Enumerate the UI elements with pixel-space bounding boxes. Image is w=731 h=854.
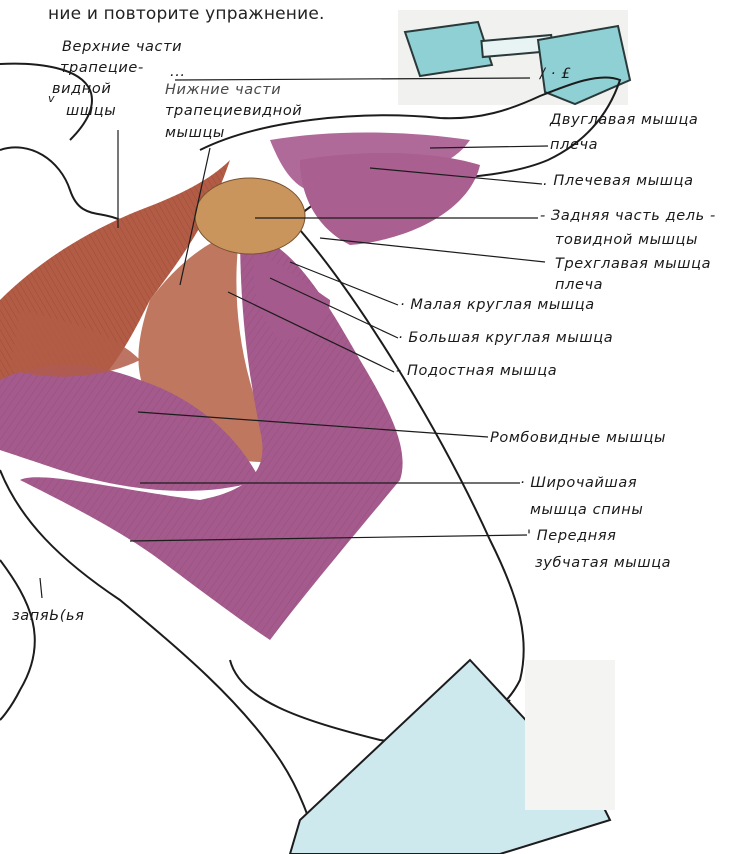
label-brachialis: . Плечевая мышца xyxy=(543,171,694,192)
label-biceps-line1: Двуглавая мышца xyxy=(550,110,698,131)
label-lower-trap-line2: трапециевидной xyxy=(165,101,302,122)
label-infraspinatus: - Подостная мышца xyxy=(396,361,557,382)
label-upper-trap-line4: шшцы xyxy=(66,101,116,122)
leader-wrist xyxy=(40,578,42,598)
label-lower-trap-line3: мышцы xyxy=(165,123,225,144)
label-rear-delt-line1: - Задняя часть дель - xyxy=(540,206,716,227)
label-dumbbell-mark: / · £ xyxy=(540,64,571,85)
label-triceps-line2: плеча xyxy=(555,275,603,296)
rear-deltoid xyxy=(195,178,305,254)
bench-paper xyxy=(525,660,615,810)
label-lat-line1: · Широчайшая xyxy=(520,473,637,494)
label-teres-major: · Большая круглая мышца xyxy=(398,328,613,349)
neck-outline xyxy=(0,147,120,220)
label-rhomboids: Ромбовидные мышцы xyxy=(490,428,666,449)
label-upper-trap-line3: видной xyxy=(52,79,111,100)
bench xyxy=(290,660,615,854)
label-serratus-line2: зубчатая мышца xyxy=(535,553,671,574)
label-rear-delt-line2: товидной мышцы xyxy=(555,230,698,251)
label-lat-line2: мышца спины xyxy=(530,500,643,521)
label-teres-minor: · Малая круглая мышца xyxy=(400,295,595,316)
label-wrist: запяЬ(ья xyxy=(12,606,84,627)
dumbbell xyxy=(398,10,630,105)
leader-triceps xyxy=(320,238,545,262)
triceps-muscle xyxy=(300,153,480,245)
dumbbell-left-weight xyxy=(405,22,492,76)
label-v-mark: v xyxy=(48,88,55,109)
label-triceps-line1: Трехглавая мышца xyxy=(555,254,711,275)
label-biceps-line2: плеча xyxy=(550,135,598,156)
label-lower-trap-line1: Нижние части xyxy=(165,80,281,101)
label-serratus-line1: ' Передняя xyxy=(527,526,617,547)
label-upper-trap-line2: трапецие- xyxy=(60,58,144,79)
hand-outline xyxy=(0,560,35,720)
label-upper-trap-line1: Верхние части xyxy=(62,37,182,58)
